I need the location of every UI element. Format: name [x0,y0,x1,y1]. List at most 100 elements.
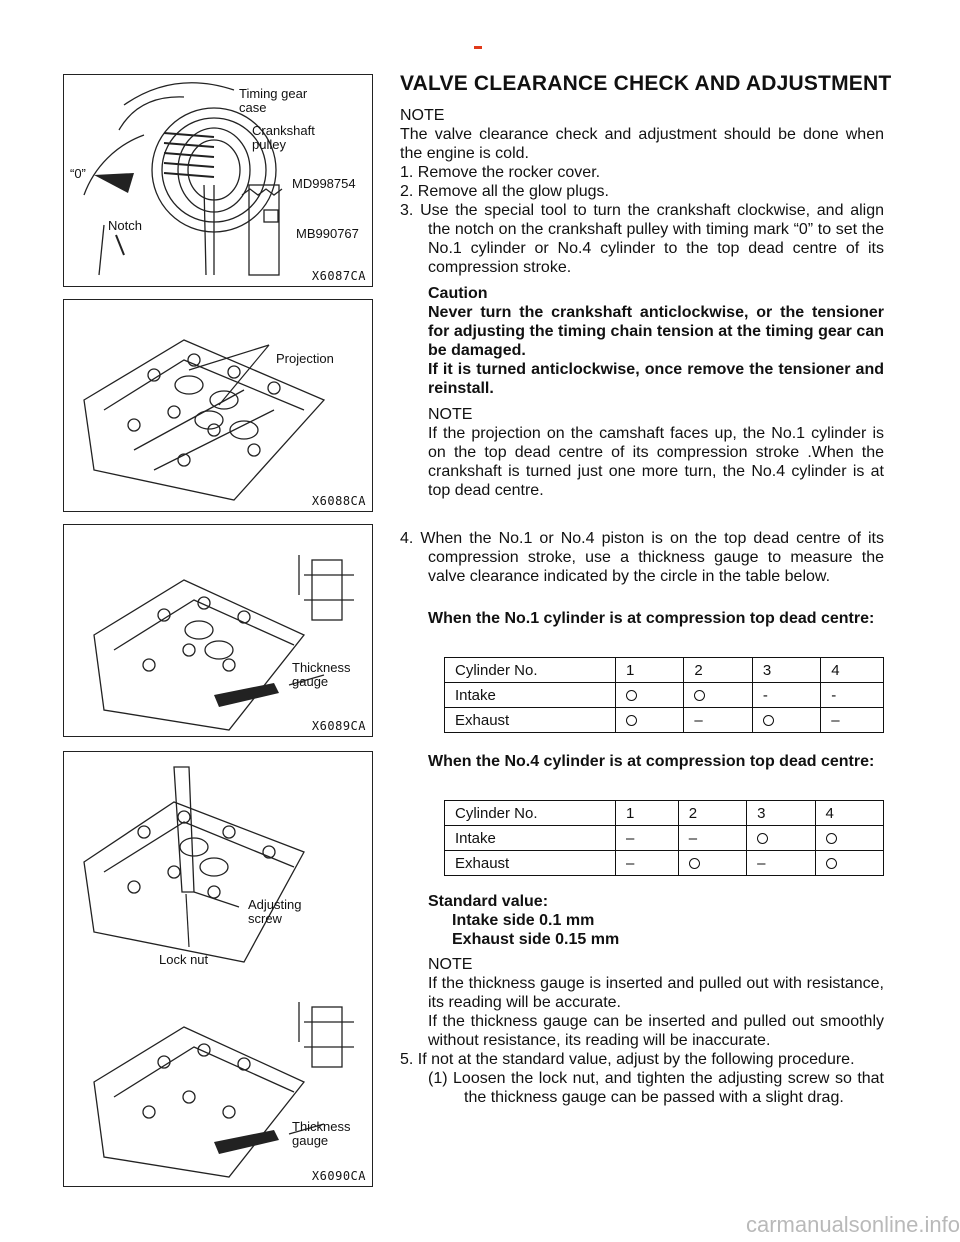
note-text-b: If the thickness gauge can be inserted a… [428,1013,884,1049]
row-label: Intake [444,682,616,708]
caution-label: Caution [428,285,488,302]
label-projection: Projection [276,351,334,366]
figure-code: X6089CA [311,719,366,733]
table-header-cell: 2 [683,657,753,683]
figure-code: X6090CA [311,1169,366,1183]
watermark: carmanualsonline.info [745,1212,960,1237]
circle-mark-icon [694,690,706,702]
table-cell [683,682,753,708]
table-cell [614,682,685,708]
table-header-cell: 4 [820,657,884,683]
note-label: NOTE [400,107,445,124]
clearance-table-no1: Cylinder No. 1 2 3 4 Intake - - Exhaust … [444,657,884,733]
circle-mark-icon [825,858,837,870]
table-header-cell: 1 [615,800,679,826]
table2-title: When the No.4 cylinder is at compression… [428,753,875,770]
label-lock-nut: Lock nut [159,952,209,967]
table-row: Intake – – [444,825,885,851]
table-header-cell: 3 [751,657,822,683]
circle-mark-icon [762,715,774,727]
table-cell [677,850,748,876]
circle-mark-icon [626,715,637,727]
table-cell: - [751,682,822,708]
table-cell: – [820,707,884,733]
camshaft-illustration [83,339,326,501]
table-cell [814,850,885,876]
step-5-1: (1) Loosen the lock nut, and tighten the… [428,1070,884,1106]
table-cell [614,707,685,733]
table-row: Intake - - [444,682,884,708]
figure-adjusting-screw: Adjusting screw Lock nut Thickness gauge… [63,751,373,1187]
step-1: 1. Remove the rocker cover. [400,164,601,181]
figure-code: X6088CA [311,494,366,508]
label-crankshaft-pulley: Crankshaft pulley [252,123,315,152]
label-thickness-gauge: Thickness gauge [292,1119,351,1148]
standard-exhaust: Exhaust side 0.15 mm [452,931,620,948]
circle-mark-icon [757,833,769,845]
step-2: 2. Remove all the glow plugs. [400,183,609,200]
note-text-a: If the thickness gauge is inserted and p… [428,975,884,1011]
label-notch: Notch [108,218,142,233]
table-cell [746,825,816,851]
table-header-row: Cylinder No. 1 2 3 4 [444,800,885,826]
label-timing-gear-case: Timing gear case [239,86,308,115]
row-label: Exhaust [444,850,616,876]
table-cell: - [820,682,884,708]
table-header-cell: Cylinder No. [444,657,616,683]
table1-title: When the No.1 cylinder is at compression… [428,610,875,627]
figure-camshaft-projection: Projection X6088CA [63,299,373,512]
page-title: VALVE CLEARANCE CHECK AND ADJUSTMENT [400,72,892,95]
table2-title-block: When the No.4 cylinder is at compression… [400,752,884,771]
table-cell [814,825,885,851]
table1-title-block: When the No.1 cylinder is at compression… [400,609,884,628]
table-cell: – [615,825,679,851]
table-cell: – [683,707,753,733]
label-md998754: MD998754 [292,176,356,191]
label-mb990767: MB990767 [296,226,359,241]
note-text: If the projection on the camshaft faces … [428,425,884,499]
standard-label: Standard value: [428,893,549,910]
table-row: Exhaust – – [444,850,885,876]
table-header-cell: 4 [814,800,885,826]
caution-text-1: Never turn the crankshaft anticlockwise,… [428,304,884,359]
row-label: Intake [444,825,616,851]
table-row: Exhaust – – [444,707,884,733]
table-header-cell: Cylinder No. [444,800,616,826]
table-cell: – [615,850,679,876]
circle-mark-icon [626,690,637,702]
table-cell: – [677,825,748,851]
step-4-block: 4. When the No.1 or No.4 piston is on th… [400,529,884,586]
clearance-table-no4: Cylinder No. 1 2 3 4 Intake – – Exhaust … [444,800,885,876]
table-header-cell: 3 [746,800,816,826]
table-cell: – [746,850,816,876]
caution-block: Caution Never turn the crankshaft anticl… [400,284,884,398]
table-header-row: Cylinder No. 1 2 3 4 [444,657,884,683]
note-label: NOTE [428,956,473,973]
label-adjusting-screw: Adjusting screw [248,897,302,926]
figure-timing-mark: Timing gear case Crankshaft pulley “0” M… [63,74,373,287]
note-text: The valve clearance check and adjustment… [400,126,884,162]
intro-block: NOTE The valve clearance check and adjus… [400,106,884,277]
standard-value-block: Standard value: Intake side 0.1 mm Exhau… [400,892,884,949]
timing-gear-illustration [83,82,283,276]
gauge-illustration [93,555,354,731]
circle-mark-icon [688,858,700,870]
standard-intake: Intake side 0.1 mm [452,912,595,929]
circle-mark-icon [825,833,837,845]
table-header-cell: 1 [614,657,685,683]
top-accent-mark [474,46,482,49]
adjusting-illustration [83,766,354,1178]
table-cell [751,707,822,733]
note-block-3: NOTE If the thickness gauge is inserted … [400,955,884,1050]
note-block-2: NOTE If the projection on the camshaft f… [400,405,884,500]
label-thickness-gauge: Thickness gauge [292,660,351,689]
figure-thickness-gauge: Thickness gauge X6089CA [63,524,373,737]
note-label: NOTE [428,406,473,423]
caution-text-2: If it is turned anticlockwise, once remo… [428,361,884,397]
step-3: 3. Use the special tool to turn the cran… [400,202,884,276]
step-4: 4. When the No.1 or No.4 piston is on th… [400,530,884,585]
row-label: Exhaust [444,707,616,733]
step-5: 5. If not at the standard value, adjust … [400,1051,855,1068]
step-5-block: 5. If not at the standard value, adjust … [400,1050,884,1107]
table-header-cell: 2 [677,800,748,826]
